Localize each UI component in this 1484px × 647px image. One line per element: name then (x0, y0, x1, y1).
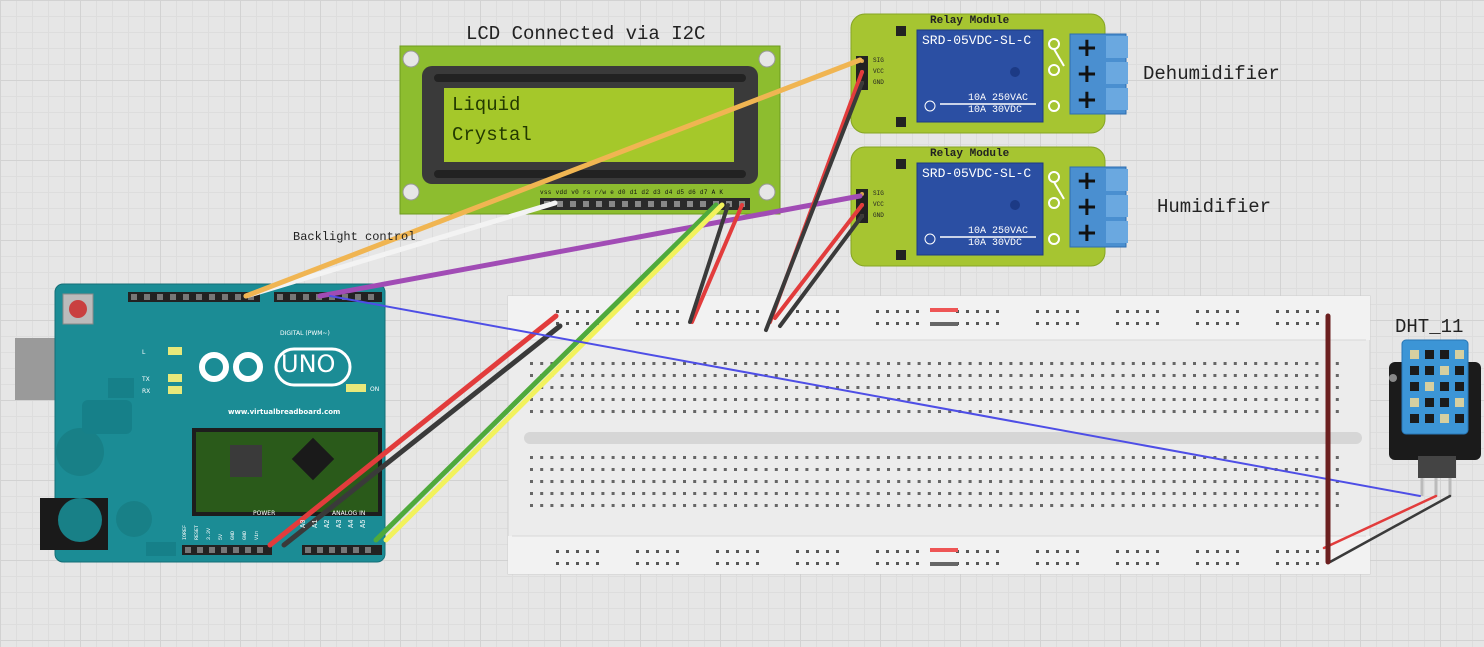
arduino-power-pin-label: 3.3V (206, 527, 212, 540)
arduino-power-pin-label: IOREF (182, 524, 188, 540)
lcd-title-label: LCD Connected via I2C (466, 23, 706, 45)
wire-dht-vcc-red (1322, 494, 1438, 550)
relay2-model: SRD-05VDC-SL-C (922, 166, 1032, 181)
relay1-pin-sig: SIG (873, 57, 884, 64)
arduino-on-label: ON (370, 386, 380, 393)
lcd-module[interactable] (399, 45, 781, 215)
arduino-infinity-logo (199, 352, 263, 382)
arduino-power-pin-label: RESET (194, 524, 200, 540)
wire-5v-red (267, 313, 559, 548)
relay-module-dehumidifier[interactable]: +++ (850, 13, 1128, 134)
dht11-label: DHT_11 (1395, 316, 1464, 338)
wire-dht-data-blue (329, 295, 1421, 497)
relay1-rating-dc: 10A 30VDC (968, 105, 1023, 116)
arduino-uno[interactable] (15, 283, 386, 563)
wire-sda-green (373, 202, 719, 543)
arduino-led-tx-label: TX (142, 376, 150, 383)
wire-lcd-a-black (688, 203, 730, 324)
relay1-model: SRD-05VDC-SL-C (922, 33, 1032, 48)
relay2-rating-ac: 10A 250VAC (968, 226, 1029, 237)
relay2-pin-vcc: VCC (873, 201, 884, 208)
humidifier-label: Humidifier (1157, 196, 1272, 218)
wire-lcd-k-red (690, 203, 744, 324)
arduino-power-pin-label: GND (242, 530, 248, 540)
relay-module-humidifier[interactable]: +++ (850, 146, 1128, 267)
rail-positive-mark-bottom (930, 548, 958, 552)
arduino-power-pin-label: GND (230, 530, 236, 540)
svg-text:+: + (1076, 59, 1098, 89)
arduino-analog-pin-label: A1 (312, 519, 320, 528)
svg-text:+: + (1076, 166, 1098, 196)
lcd-pin-header (540, 198, 750, 210)
svg-text:+: + (1076, 85, 1098, 115)
microcontroller-board (196, 432, 378, 512)
arduino-led-l-label: L (142, 349, 146, 356)
arduino-digital-label: DIGITAL (PWM~) (280, 330, 330, 337)
arduino-analog-label: ANALOG IN (332, 510, 366, 517)
relay2-title: Relay Module (930, 148, 1010, 160)
wire-gnd-black (281, 323, 563, 548)
arduino-analog-pin-label: A0 (300, 519, 308, 528)
relay1-pin-vcc: VCC (873, 68, 884, 75)
arduino-power-pin-label: 5V (218, 533, 224, 540)
arduino-analog-pin-label: A5 (360, 519, 368, 528)
arduino-led-rx-label: RX (142, 388, 151, 395)
lcd-pin-labels: vss vdd v0 rs r/w e d0 d1 d2 d3 d4 d5 d6… (540, 189, 724, 196)
reset-button[interactable] (69, 300, 87, 318)
arduino-power-label: POWER (253, 510, 276, 517)
wires (243, 57, 1452, 565)
wire-relay1-gnd-black (764, 81, 864, 332)
arduino-power-pin-label: Vin (254, 530, 260, 540)
arduino-uno-logo-text: UNO (281, 350, 336, 378)
arduino-analog-pin-label: A4 (348, 519, 356, 528)
arduino-analog-pin-label: A3 (336, 519, 344, 528)
wire-relay2-vcc-red (773, 203, 864, 320)
dehumidifier-label: Dehumidifier (1143, 63, 1280, 85)
relay2-rating-dc: 10A 30VDC (968, 238, 1023, 249)
dht11-sensor[interactable] (1389, 339, 1481, 496)
backlight-control-label: Backlight control (293, 230, 416, 244)
relay1-rating-ac: 10A 250VAC (968, 93, 1029, 104)
relay2-pin-sig: SIG (873, 190, 884, 197)
wire-relay2-gnd-black (778, 214, 864, 328)
lcd-line-2: Crystal (452, 124, 532, 146)
wire-relay1-sig-orange (243, 57, 863, 299)
lcd-line-1: Liquid (452, 94, 521, 116)
svg-text:+: + (1076, 192, 1098, 222)
wire-scl-yellow (383, 202, 725, 543)
wire-relay2-sig-purple (317, 193, 863, 299)
arduino-url: www.virtualbreadboard.com (228, 408, 341, 416)
svg-text:+: + (1076, 218, 1098, 248)
rail-positive-mark (930, 308, 958, 312)
wire-backlight-white (243, 200, 558, 299)
relay1-pin-gnd: GND (873, 79, 884, 86)
svg-text:+: + (1076, 33, 1098, 63)
rail-negative-mark-bottom (930, 562, 958, 566)
rail-negative-mark (930, 322, 958, 326)
relay2-pin-gnd: GND (873, 212, 884, 219)
relay1-title: Relay Module (930, 15, 1010, 27)
arduino-analog-pin-label: A2 (324, 519, 332, 528)
wire-dht-gnd-black (1328, 494, 1452, 564)
breadboard (507, 295, 1371, 575)
